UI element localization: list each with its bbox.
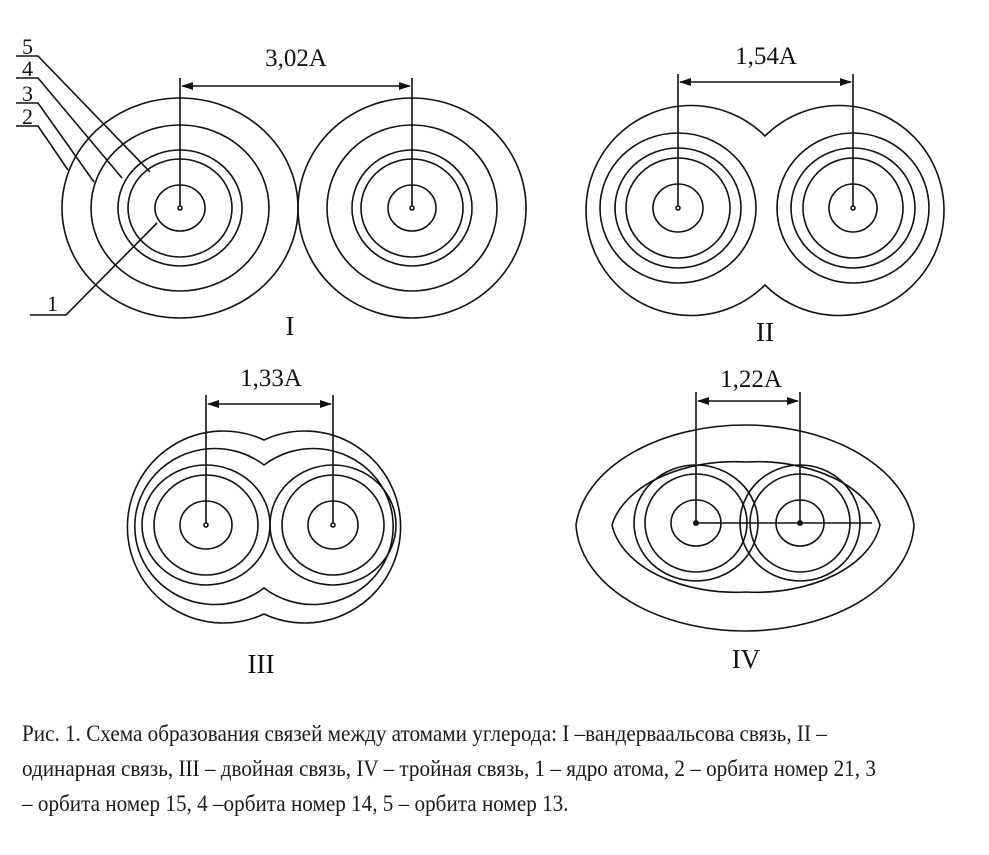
panel-1-van-der-waals: [16, 55, 527, 319]
label-1: 1: [47, 291, 58, 316]
panel-4-triple-bond: [575, 392, 915, 632]
shared-orbit-21: [585, 104, 945, 317]
panel-3-double-bond: [126, 395, 402, 624]
label-5: 5: [22, 34, 33, 59]
label-3: 3: [22, 81, 33, 106]
panel-label-3: III: [248, 649, 275, 679]
carbon-bond-diagram: 5 4 3 2 1 3,02А I 1,54А II: [16, 34, 945, 679]
distance-label-2: 1,54А: [735, 43, 797, 70]
panel-label-1: I: [286, 311, 295, 341]
figure-caption: Рис. 1. Схема образования связей между а…: [22, 721, 876, 817]
distance-label-1: 3,02А: [265, 45, 327, 72]
panel-label-4: IV: [732, 644, 761, 674]
distance-label-3: 1,33А: [240, 365, 302, 392]
distance-label-4: 1,22А: [720, 366, 782, 393]
panel-label-2: II: [756, 317, 774, 347]
panel-2-single-bond: [585, 74, 945, 317]
label-4: 4: [22, 56, 33, 81]
label-2: 2: [22, 104, 33, 129]
